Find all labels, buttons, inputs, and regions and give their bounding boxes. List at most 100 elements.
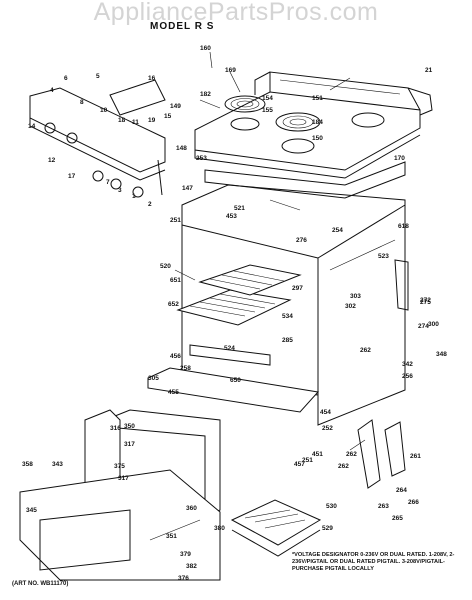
callout-3: 3 [118,187,122,194]
callout-375: 375 [114,463,125,470]
callout-264: 264 [396,487,407,494]
model-label: MODEL R S [150,21,215,32]
callout-274: 274 [418,323,429,330]
callout-317: 317 [118,475,129,482]
callout-1: 1 [132,193,136,200]
callout-160: 160 [200,45,211,52]
broiler-pan [230,499,322,557]
surface-burners [224,95,321,154]
callout-302: 302 [345,303,356,310]
callout-275: 275 [420,299,431,306]
callout-10: 10 [100,107,108,114]
callout-262: 262 [360,347,371,354]
callout-358: 358 [22,461,33,468]
callout-19: 19 [148,117,156,124]
callout-182: 182 [200,91,211,98]
oven-door [19,367,319,581]
callout-7: 7 [106,179,110,186]
callout-530: 530 [326,503,337,510]
callout-6: 6 [64,75,68,82]
callout-265: 265 [392,515,403,522]
callout-170: 170 [394,155,405,162]
callout-300: 300 [428,321,439,328]
oven-cabinet [181,161,406,426]
callout-18: 18 [118,117,126,124]
callout-351: 351 [166,533,177,540]
hinges [357,259,409,489]
callout-251: 251 [302,457,313,464]
callout-14: 14 [28,123,36,130]
callout-618: 618 [398,223,409,230]
callout-154: 154 [262,95,273,102]
callout-147: 147 [182,185,193,192]
callout-529: 529 [322,525,333,532]
callout-376: 376 [178,575,189,582]
callout-262: 262 [346,451,357,458]
callout-169: 169 [225,67,236,74]
watermark: AppliancePartsPros.com [93,0,379,26]
callout-252: 252 [322,425,333,432]
callout-382: 382 [186,563,197,570]
callout-11: 11 [132,119,139,126]
callout-149: 149 [170,103,181,110]
callout-263: 263 [378,503,389,510]
callout-15: 15 [164,113,172,120]
callout-266: 266 [408,499,419,506]
callout-345: 345 [26,507,37,514]
callout-16: 16 [148,75,156,82]
callout-262: 262 [338,463,349,470]
callout-12: 12 [48,157,56,164]
callout-4: 4 [50,87,54,94]
callout-348: 348 [436,351,447,358]
callout-350: 350 [124,423,135,430]
callout-21: 21 [425,67,433,74]
callout-524: 524 [224,345,235,352]
callout-342: 342 [402,361,413,368]
callout-155: 155 [262,107,273,114]
voltage-note: *VOLTAGE DESIGNATOR 0-236V OR DUAL RATED… [292,552,455,572]
callout-184: 184 [312,119,323,126]
callout-457: 457 [294,461,305,468]
control-panel [29,79,166,198]
callout-261: 261 [410,453,421,460]
callout-455: 455 [168,389,179,396]
art-number: (ART NO. WB11170) [12,581,69,587]
callout-17: 17 [68,173,76,180]
callout-2: 2 [148,201,152,208]
callout-650: 650 [230,377,241,384]
callout-379: 379 [180,551,191,558]
callout-150: 150 [312,135,323,142]
callout-534: 534 [282,313,293,320]
callout-451: 451 [312,451,323,458]
callout-254: 254 [332,227,343,234]
callout-285: 285 [282,337,293,344]
callout-8: 8 [80,99,84,106]
callout-256: 256 [402,373,413,380]
callout-523: 523 [378,253,389,260]
callout-253: 253 [196,155,207,162]
callout-251: 251 [170,217,181,224]
leader-lines [149,51,366,541]
callout-276: 276 [296,237,307,244]
callout-5: 5 [96,73,100,80]
callout-380: 380 [214,525,225,532]
callout-305: 305 [148,375,159,382]
callout-456: 456 [170,353,181,360]
callout-258: 258 [180,365,191,372]
callout-316: 316 [110,425,121,432]
callout-151: 151 [312,95,323,102]
callout-454: 454 [320,409,331,416]
callout-343: 343 [52,461,63,468]
oven-racks [176,264,302,366]
callout-521: 521 [234,205,245,212]
callout-272: 272 [420,297,431,304]
callout-148: 148 [176,145,187,152]
callout-303: 303 [350,293,361,300]
callout-317: 317 [124,441,135,448]
callout-652: 652 [168,301,179,308]
callout-651: 651 [170,277,181,284]
callout-453: 453 [226,213,237,220]
callout-297: 297 [292,285,303,292]
